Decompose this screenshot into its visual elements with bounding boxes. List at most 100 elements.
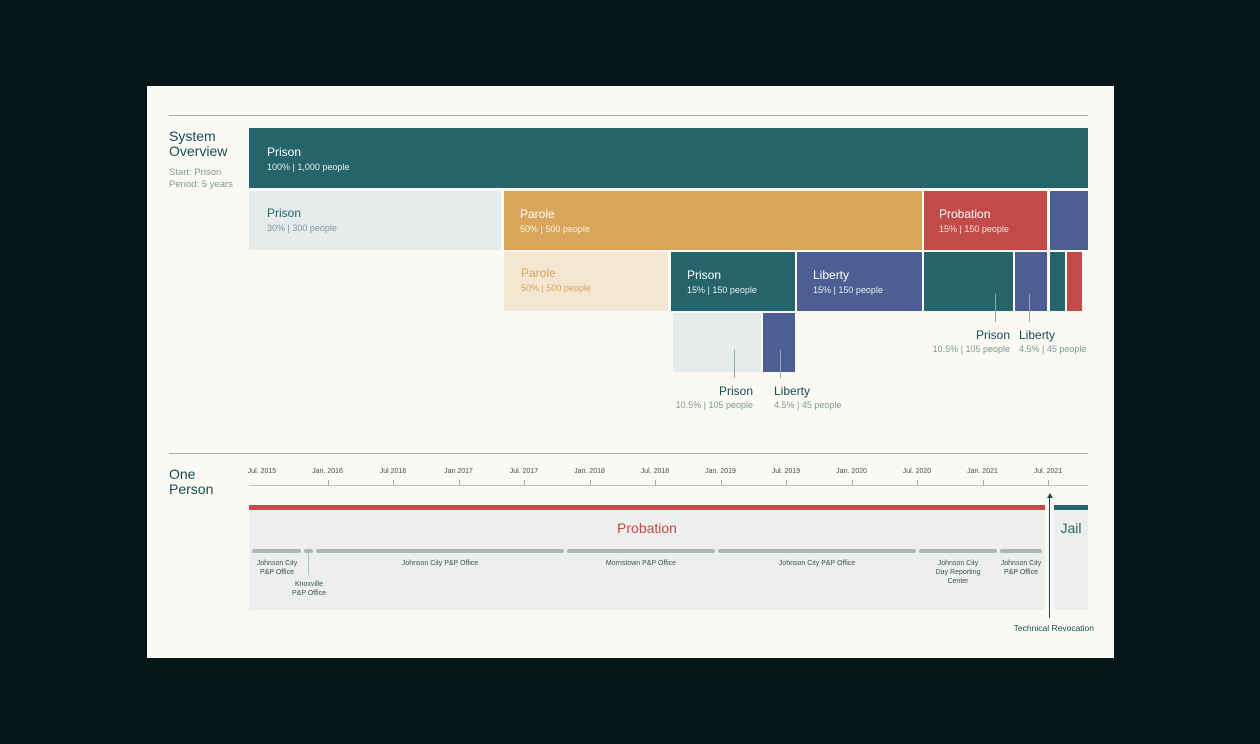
callout-stat: 4.5% | 45 people — [774, 400, 842, 410]
block-prison-remain[interactable]: Prison 30% | 300 people — [249, 191, 501, 250]
timeline-tick-label: Jul. 2015 — [247, 468, 277, 475]
block-parole-to-liberty[interactable]: Liberty 15% | 150 people — [797, 252, 922, 311]
probation-label: Probation — [617, 520, 677, 536]
revocation-arrow-icon — [1047, 493, 1053, 498]
office-label: Knoxville P&P Office — [292, 581, 326, 597]
probation-panel[interactable] — [249, 505, 1045, 610]
block-parole-remain[interactable]: Parole 50% | 500 people — [504, 252, 668, 311]
block-title: Prison — [267, 145, 302, 159]
office-segment — [252, 549, 301, 553]
office-segment — [718, 549, 916, 553]
one-person-title-line1: One — [169, 466, 196, 482]
timeline-tick-label: Jan. 2018 — [574, 468, 605, 475]
block-liberty-probation[interactable] — [1067, 252, 1082, 311]
system-overview-title: System Overview — [169, 129, 227, 159]
block-parole[interactable]: Parole 50% | 500 people — [504, 191, 922, 250]
timeline-tick-label: Jan. 2016 — [312, 468, 343, 475]
section-divider-top — [169, 115, 1088, 116]
block-parole-remain-liberty[interactable] — [763, 313, 795, 372]
office-segment — [1000, 549, 1042, 553]
system-overview-subtitle: Start: Prison Period: 5 years — [169, 167, 233, 191]
block-title: Probation — [939, 207, 991, 221]
block-probation[interactable]: Probation 15% | 150 people — [924, 191, 1047, 250]
timeline-tick — [524, 480, 525, 485]
timeline-tick-label: Jul. 2019 — [771, 468, 801, 475]
block-title: Parole — [520, 207, 555, 221]
block-stat: 15% | 150 people — [687, 285, 757, 295]
timeline-tick — [1048, 480, 1049, 485]
office-label: Johnson City P&P Office — [778, 560, 856, 567]
one-person-title: One Person — [169, 467, 213, 497]
block-probation-liberty[interactable] — [1015, 252, 1047, 311]
block-stat: 50% | 500 people — [520, 224, 590, 234]
timeline-tick — [982, 480, 984, 485]
timeline-tick — [851, 480, 853, 485]
callout-liberty-right: Liberty 4.5% | 45 people — [1019, 328, 1086, 354]
callout-title: Prison — [975, 328, 1010, 342]
timeline-tick — [393, 480, 394, 485]
leader-line — [780, 350, 781, 378]
block-stat: 15% | 150 people — [813, 285, 883, 295]
revocation-line — [1049, 497, 1050, 618]
leader-line — [1029, 294, 1030, 322]
timeline-tick-label: Jul. 2017 — [509, 468, 539, 475]
office-segment — [919, 549, 997, 553]
timeline-tick — [589, 480, 591, 485]
timeline-tick — [655, 480, 656, 485]
block-parole-remain-prison[interactable] — [673, 313, 761, 372]
period-label: Period: 5 years — [169, 179, 233, 190]
block-title: Liberty — [813, 268, 850, 282]
timeline-tick — [720, 480, 722, 485]
timeline-tick-label: Jul. 2018 — [640, 468, 670, 475]
jail-panel[interactable] — [1054, 505, 1088, 610]
leader-line — [734, 350, 735, 378]
callout-stat: 4.5% | 45 people — [1019, 344, 1087, 354]
office-label: Johnson City P&P Office — [401, 560, 479, 567]
callout-prison-lower: Prison 10.5% | 105 people — [676, 384, 753, 410]
office-label: Johnson City P&P Office — [256, 560, 298, 576]
timeline-axis — [249, 485, 1088, 486]
callout-title: Liberty — [1019, 328, 1056, 342]
callout-stat: 10.5% | 105 people — [932, 344, 1010, 354]
block-prison-total[interactable]: Prison 100% | 1,000 people — [249, 128, 1088, 188]
timeline-tick-label: Jul. 2020 — [902, 468, 932, 475]
office-segment — [304, 549, 313, 553]
revocation-label: Technical Revocation — [1013, 623, 1094, 633]
timeline-tick-label: Jul. 2021 — [1033, 468, 1063, 475]
timeline-tick — [458, 480, 460, 485]
callout-prison-right: Prison 10.5% | 105 people — [933, 328, 1010, 354]
block-parole-to-prison[interactable]: Prison 15% | 150 people — [671, 252, 795, 311]
office-label: Johnson City P&P Office — [1000, 560, 1042, 576]
office-label: Johnson City Day Reporting Center — [935, 560, 981, 585]
block-liberty-prison[interactable] — [1050, 252, 1065, 311]
block-title: Prison — [687, 268, 722, 282]
office-segment — [567, 549, 715, 553]
timeline-tick-label: Jan 2017 — [444, 468, 473, 475]
block-stat: 15% | 150 people — [939, 224, 1009, 234]
office-segment — [316, 549, 564, 553]
block-title: Parole — [521, 266, 556, 280]
timeline-tick-label: Jul 2016 — [379, 468, 407, 475]
block-title: Prison — [267, 206, 302, 220]
timeline-tick-label: Jan. 2021 — [967, 468, 998, 475]
start-label: Start: Prison — [169, 167, 222, 178]
callout-title: Liberty — [774, 384, 811, 398]
block-stat: 30% | 300 people — [267, 223, 337, 233]
block-liberty-small[interactable] — [1050, 191, 1088, 250]
jail-label: Jail — [1060, 520, 1082, 536]
office-leader — [308, 553, 309, 575]
block-stat: 50% | 500 people — [521, 283, 591, 293]
leader-line — [995, 294, 996, 322]
callout-title: Prison — [718, 384, 753, 398]
timeline-tick — [786, 480, 787, 485]
callout-liberty-lower: Liberty 4.5% | 45 people — [774, 384, 841, 410]
timeline-tick-label: Jan. 2020 — [836, 468, 867, 475]
callout-stat: 10.5% | 105 people — [675, 400, 753, 410]
office-label: Morristown P&P Office — [605, 560, 677, 567]
one-person-title-line2: Person — [169, 481, 214, 497]
block-probation-prison[interactable] — [924, 252, 1013, 311]
system-overview-title-line2: Overview — [169, 143, 228, 159]
system-overview-title-line1: System — [169, 128, 216, 144]
timeline-tick — [327, 480, 329, 485]
timeline-tick-label: Jan. 2019 — [705, 468, 736, 475]
